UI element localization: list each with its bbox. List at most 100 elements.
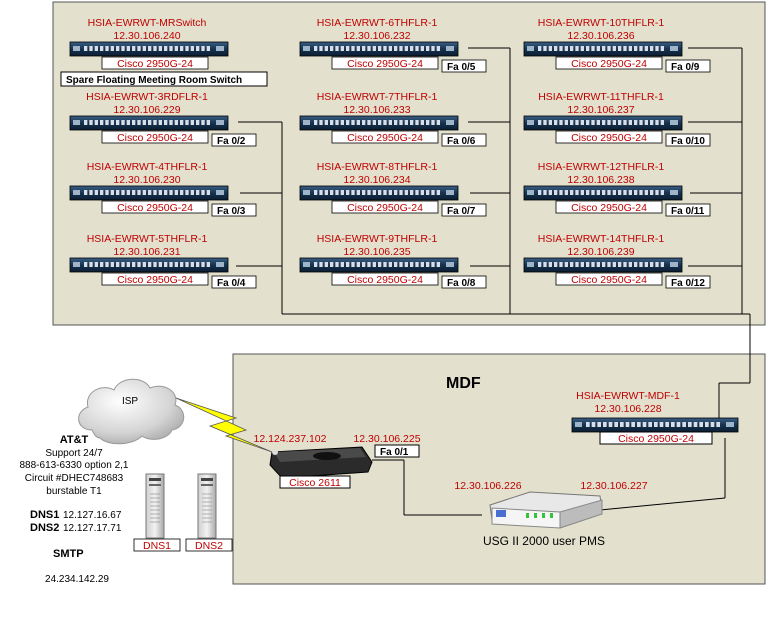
switch-model: Cisco 2950G-24 [117,274,193,286]
switch-model-box [101,200,209,214]
switch-model: Cisco 2950G-24 [117,58,193,70]
switch-ip: 12.30.106.239 [567,246,634,258]
port-label: Fa 0/5 [447,62,476,73]
switch-model: Cisco 2950G-24 [571,132,647,144]
uplink-wiring [236,47,751,516]
dns1-ip: 12.127.16.67 [63,510,122,521]
switch-model-box [555,272,663,286]
switch-name: HSIA-EWRWT-10THFLR-1 [538,17,665,29]
isp-service: burstable T1 [46,486,102,497]
port-label: Fa 0/10 [671,136,705,147]
port-box [665,275,711,289]
port-box [211,203,257,217]
switch-model: Cisco 2950G-24 [571,202,647,214]
switch-model: Cisco 2950G-24 [347,274,423,286]
mdf-switch-model-box [599,431,713,445]
switch-name: HSIA-EWRWT-12THFLR-1 [538,161,665,173]
switch-ip: 12.30.106.235 [343,246,410,258]
switch-ip: 12.30.106.236 [567,30,634,42]
port-box [211,133,257,147]
switch-name: HSIA-EWRWT-6THFLR-1 [317,17,438,29]
pms-device: 12.30.106.226 12.30.106.227 USG II 2000 … [454,480,647,548]
dns-server-label: DNS1 [143,540,171,552]
smtp-label: SMTP [53,548,84,560]
switch-ip: 12.30.106.238 [567,174,634,186]
port-box [441,59,487,73]
switch-model: Cisco 2950G-24 [117,202,193,214]
port-box [441,133,487,147]
dns-server: DNS2 [185,473,233,552]
spare-note: Spare Floating Meeting Room Switch [66,75,242,86]
switch-model-box [101,56,209,70]
port-label: Fa 0/2 [217,136,246,147]
dns-servers: DNS1 DNS2 [133,473,233,552]
port-box [441,275,487,289]
switch-name: HSIA-EWRWT-8THFLR-1 [317,161,438,173]
router-model-box [279,475,351,489]
switch-name: HSIA-EWRWT-MRSwitch [88,17,207,29]
pms-ip-right: 12.30.106.227 [580,480,647,492]
switch-ip: 12.30.106.240 [113,30,180,42]
router-port-box [374,444,420,458]
router-port: Fa 0/1 [380,447,409,458]
switch-ip: 12.30.106.230 [113,174,180,186]
mdf-switch-name: HSIA-EWRWT-MDF-1 [576,390,680,402]
port-label: Fa 0/12 [671,278,705,289]
port-box [665,203,711,217]
port-label: Fa 0/4 [217,278,246,289]
switch-model-box [555,130,663,144]
switch-name: HSIA-EWRWT-3RDFLR-1 [86,91,208,103]
pms-ip-left: 12.30.106.226 [454,480,521,492]
port-label: Fa 0/6 [447,136,476,147]
switch-model-box [331,200,439,214]
router-lan-ip: 12.30.106.225 [353,433,420,445]
isp-circuit: Circuit #DHEC748683 [25,473,124,484]
port-box [665,133,711,147]
dns2-ip: 12.127.17.71 [63,523,122,534]
dns-server-label: DNS2 [195,540,223,552]
switch-name: HSIA-EWRWT-7THFLR-1 [317,91,438,103]
switch-name: HSIA-EWRWT-11THFLR-1 [538,91,664,103]
dns1-label: DNS1 [30,509,59,521]
switch-model-box [101,272,209,286]
switch-model: Cisco 2950G-24 [571,274,647,286]
mdf-switch-ip: 12.30.106.228 [594,403,661,415]
isp-phone: 888-613-6330 option 2,1 [20,460,129,471]
dns2-label: DNS2 [30,522,59,534]
port-box [665,59,711,73]
switch-model: Cisco 2950G-24 [571,58,647,70]
switch-ip: 12.30.106.233 [343,104,410,116]
port-label: Fa 0/7 [447,206,476,217]
isp-provider: AT&T [60,434,89,446]
router: 12.124.237.102 12.30.106.225 Fa 0/1 Cisc… [254,433,421,489]
switch-name: HSIA-EWRWT-9THFLR-1 [317,233,438,245]
isp-label: ISP [122,396,138,407]
switch-name: HSIA-EWRWT-4THFLR-1 [87,161,208,173]
switch-model-box [331,56,439,70]
switch-ip: 12.30.106.234 [343,174,410,186]
isp-info: AT&T Support 24/7 888-613-6330 option 2,… [20,434,129,585]
spare-note-box [60,71,268,87]
switch-model: Cisco 2950G-24 [117,132,193,144]
switch-model: Cisco 2950G-24 [347,58,423,70]
port-box [211,275,257,289]
router-wan-ip: 12.124.237.102 [254,433,327,445]
switch-ip: 12.30.106.237 [567,104,634,116]
isp-cloud: ISP [78,378,185,445]
switch-ip: 12.30.106.229 [113,104,180,116]
pms-label: USG II 2000 user PMS [483,534,605,548]
switch-model-box [331,272,439,286]
switch-ip: 12.30.106.232 [343,30,410,42]
dns-server: DNS1 [133,473,181,552]
